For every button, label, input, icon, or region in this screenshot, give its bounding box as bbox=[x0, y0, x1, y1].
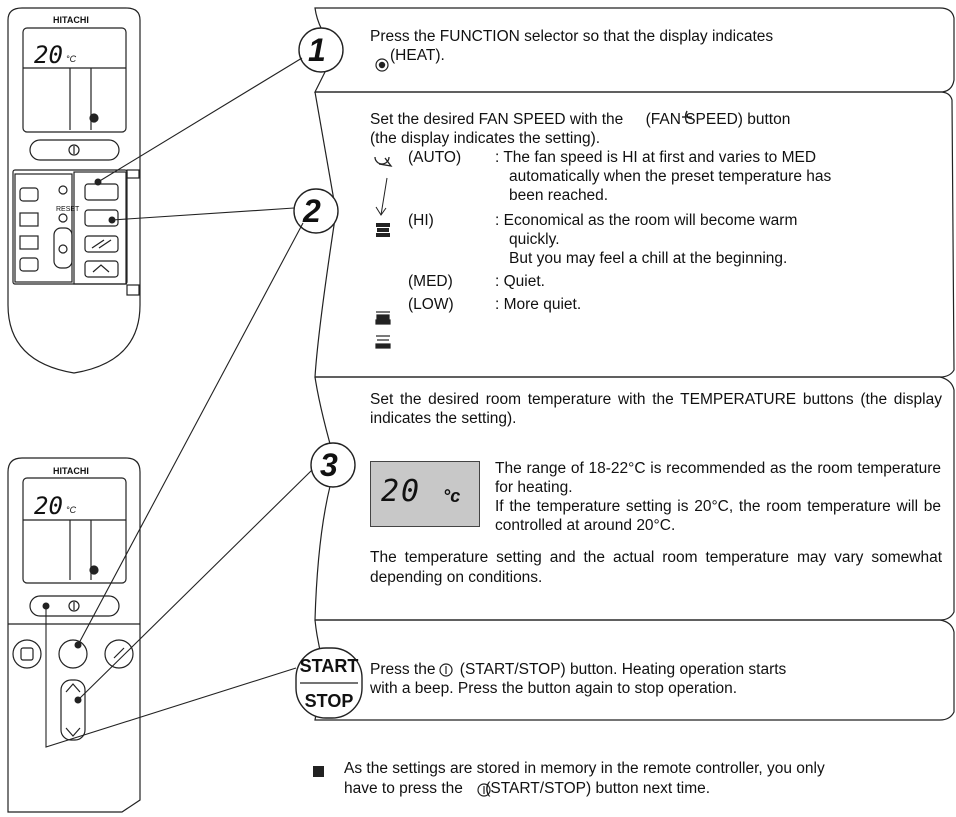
auto-row2: automatically when the preset temperatur… bbox=[370, 167, 942, 186]
start-stop-oval bbox=[295, 647, 363, 719]
fan-med-icon bbox=[375, 311, 391, 325]
remote-upper-unit: °C bbox=[66, 54, 77, 64]
auto-desc1: : The fan speed is HI at first and varie… bbox=[495, 149, 817, 166]
fan-icon bbox=[682, 110, 692, 124]
hi-desc3: But you may feel a chill at the beginnin… bbox=[509, 250, 788, 267]
step2-number: 2 bbox=[303, 193, 321, 229]
auto-fan-icon bbox=[374, 156, 393, 167]
hi-desc1: : Economical as the room will become war… bbox=[495, 212, 798, 229]
step1-circle bbox=[298, 27, 344, 73]
step1-number: 1 bbox=[308, 32, 326, 68]
note-line2b: (START/STOP) button next time. bbox=[485, 780, 711, 797]
remote-lower-unit: °C bbox=[66, 505, 77, 515]
lcd-display-temp: 20 bbox=[381, 474, 422, 509]
remote-upper-temp: 20 bbox=[34, 41, 63, 69]
hi-desc2: quickly. bbox=[509, 231, 560, 248]
step4-line1b: (START/STOP) button. Heating operation s… bbox=[459, 661, 787, 678]
step2-text: Set the desired FAN SPEED with the (FAN … bbox=[370, 110, 942, 314]
note-line1: As the settings are stored in memory in … bbox=[344, 760, 825, 777]
auto-mode: (AUTO) bbox=[408, 149, 462, 166]
note-bullet bbox=[313, 766, 324, 777]
step4-line1: Press the (START/STOP) button. Heating o… bbox=[370, 660, 942, 679]
auto-desc3: been reached. bbox=[509, 187, 609, 204]
hi-row: (HI) : Economical as the room will becom… bbox=[370, 211, 942, 230]
arrow-auto-to-hi bbox=[375, 177, 388, 216]
power-icon-note bbox=[477, 783, 491, 797]
step3-circle bbox=[310, 442, 356, 488]
remote-lower-temp: 20 bbox=[34, 492, 63, 520]
lcd-display: 20 °c bbox=[370, 461, 480, 527]
step3-tail: The temperature setting and the actual r… bbox=[370, 549, 942, 586]
remote-upper-brand: HITACHI bbox=[53, 15, 89, 25]
hi-row3: But you may feel a chill at the beginnin… bbox=[370, 249, 942, 268]
leader-lines bbox=[45, 57, 313, 748]
step2-intro: Set the desired FAN SPEED with the (FAN … bbox=[370, 110, 942, 129]
heat-icon bbox=[375, 58, 389, 72]
step3-example-text: If the temperature setting is 20°C, the … bbox=[495, 498, 941, 534]
step2-bracket bbox=[314, 91, 955, 378]
auto-row: (AUTO) : The fan speed is HI at first an… bbox=[370, 148, 942, 167]
note-line2: have to press the (START/STOP) button ne… bbox=[344, 779, 944, 799]
start-label: START bbox=[299, 656, 359, 676]
med-row: (MED) : Quiet. bbox=[370, 272, 942, 291]
step3-number: 3 bbox=[320, 447, 338, 483]
step1-text: Press the FUNCTION selector so that the … bbox=[370, 27, 940, 65]
note-line2a: have to press the bbox=[344, 780, 463, 797]
hi-row2: quickly. bbox=[370, 230, 942, 249]
stop-label: STOP bbox=[304, 691, 354, 711]
remote-lower-brand: HITACHI bbox=[53, 466, 89, 476]
lcd-display-unit: °c bbox=[443, 486, 461, 506]
low-mode: (LOW) bbox=[408, 296, 454, 313]
step1-line2: (HEAT). bbox=[390, 47, 445, 64]
step2-intro2: (the display indicates the setting). bbox=[370, 130, 601, 147]
leader-dots bbox=[42, 178, 116, 704]
fan-hi-icon bbox=[376, 223, 390, 237]
step1-line1: Press the FUNCTION selector so that the … bbox=[370, 28, 774, 45]
step3-range-text: The range of 18-22°C is recommended as t… bbox=[495, 460, 941, 496]
note-text: As the settings are stored in memory in … bbox=[344, 759, 944, 799]
power-icon-step4 bbox=[439, 663, 453, 677]
low-desc: : More quiet. bbox=[495, 296, 582, 313]
med-mode: (MED) bbox=[408, 273, 453, 290]
remote-lower bbox=[7, 457, 141, 813]
step2-circle bbox=[293, 188, 339, 234]
step3-range: The range of 18-22°C is recommended as t… bbox=[495, 459, 941, 535]
low-row: (LOW) : More quiet. bbox=[370, 295, 942, 314]
step2-intro-a: Set the desired FAN SPEED with the bbox=[370, 111, 624, 128]
auto-row3: been reached. bbox=[370, 186, 942, 205]
hi-mode: (HI) bbox=[408, 212, 434, 229]
step4-text: Press the (START/STOP) button. Heating o… bbox=[370, 660, 942, 698]
auto-desc2: automatically when the preset temperatur… bbox=[509, 168, 832, 185]
step3-bracket bbox=[314, 376, 955, 621]
step4-line1a: Press the bbox=[370, 661, 436, 678]
remote-upper bbox=[7, 7, 141, 374]
fan-low-icon bbox=[375, 335, 391, 349]
remote-reset-label: RESET bbox=[56, 206, 80, 213]
med-desc: : Quiet. bbox=[495, 273, 545, 290]
step4-line2: with a beep. Press the button again to s… bbox=[370, 680, 738, 697]
step2-intro-b: (FAN SPEED) button bbox=[645, 111, 791, 128]
step3-intro: Set the desired room temperature with th… bbox=[370, 391, 942, 427]
